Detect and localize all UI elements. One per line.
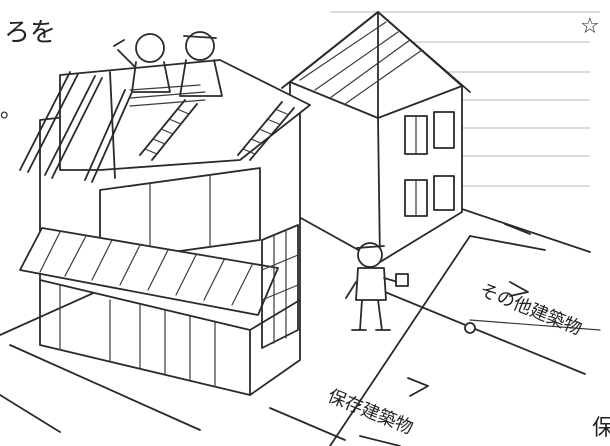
top-left-text: ろを [4,18,57,48]
preserved-building [19,59,311,396]
star-symbol: ☆ [580,14,600,39]
boundary-marker [407,281,601,397]
roof-workers [113,31,223,97]
other-building [281,11,471,263]
bottom-right-char: 保 [592,416,610,441]
person-with-paper [345,242,409,331]
road-lines [0,204,591,446]
bullet-text: 。 [0,98,23,123]
